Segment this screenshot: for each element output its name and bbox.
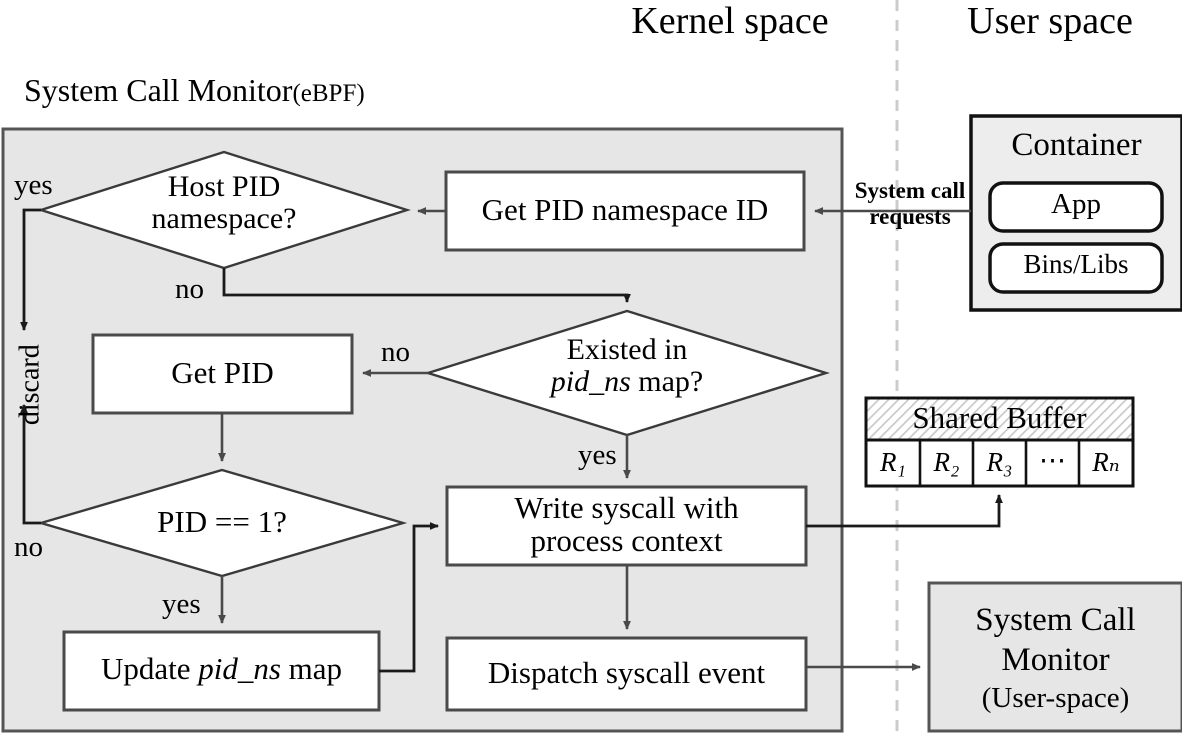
user-monitor-label: System Call Monitor (User-space) bbox=[929, 600, 1182, 716]
edge-label-no-pid1: no bbox=[14, 531, 43, 563]
header-user-space: User space bbox=[967, 0, 1133, 42]
node-dispatch-label: Dispatch syscall event bbox=[487, 655, 766, 690]
node-get-ns-id bbox=[444, 170, 806, 252]
edge-write-to-buffer bbox=[806, 494, 1003, 528]
container-bins-label: Bins/Libs bbox=[1023, 249, 1129, 279]
edge-pideq1-no-discard bbox=[20, 404, 41, 525]
node-existed-italic: pid_ns bbox=[550, 364, 631, 398]
node-container-bins bbox=[988, 242, 1164, 294]
node-existed-label: Existed in pid_ns map? bbox=[517, 334, 737, 397]
node-host-pid-line1: Host PID bbox=[167, 170, 281, 203]
container-app-label: App bbox=[1051, 188, 1101, 220]
container-title: Container bbox=[1011, 127, 1142, 163]
node-get-pid-label: Get PID bbox=[171, 355, 274, 390]
edge-label-syscall-requests: System call requests bbox=[845, 178, 975, 231]
shared-buffer-cells bbox=[864, 438, 1135, 488]
node-update-map-italic: pid_ns bbox=[198, 651, 281, 686]
edge-label-yes-top: yes bbox=[14, 169, 53, 201]
node-write-syscall-line1: Write syscall with bbox=[514, 490, 739, 525]
shared-buffer-title: Shared Buffer bbox=[912, 400, 1087, 435]
syscall-requests-line1: System call bbox=[854, 178, 966, 203]
node-update-map bbox=[62, 630, 381, 712]
node-update-map-post: map bbox=[280, 651, 343, 686]
user-monitor-line2: Monitor bbox=[1001, 642, 1110, 679]
panel-title: System Call Monitor(eBPF) bbox=[24, 72, 365, 108]
edge-updatemap-to-write bbox=[379, 522, 439, 673]
edge-label-no-top: no bbox=[175, 273, 204, 305]
panel-title-paren: (eBPF) bbox=[292, 80, 365, 107]
node-get-ns-id-label: Get PID namespace ID bbox=[481, 192, 769, 227]
user-monitor-line3: (User-space) bbox=[981, 681, 1130, 714]
header-kernel-space: Kernel space bbox=[631, 0, 829, 42]
node-get-pid bbox=[91, 333, 354, 415]
node-existed-rest: map? bbox=[630, 364, 704, 398]
edge-hostpid-no bbox=[222, 268, 631, 303]
shared-buffer-cell-3: R₃ bbox=[986, 447, 1013, 477]
edge-hostpid-yes-discard bbox=[20, 208, 41, 331]
node-write-syscall-line2: process context bbox=[530, 522, 723, 558]
edge-label-no-existed: no bbox=[381, 336, 410, 368]
node-container-app bbox=[988, 181, 1164, 233]
shared-buffer-header bbox=[864, 396, 1135, 442]
shared-buffer-cell-2: R₂ bbox=[933, 447, 960, 477]
node-existed-line1: Existed in bbox=[566, 333, 688, 366]
node-user-monitor bbox=[927, 581, 1182, 733]
user-monitor-line1: System Call bbox=[975, 602, 1136, 638]
node-update-map-pre: Update bbox=[100, 651, 199, 686]
node-host-pid-label: Host PID namespace? bbox=[124, 171, 324, 234]
syscall-requests-line2: requests bbox=[869, 204, 951, 230]
edge-label-yes-existed: yes bbox=[578, 439, 617, 471]
node-write-syscall-label: Write syscall with process context bbox=[447, 490, 806, 558]
panel-title-main: System Call Monitor bbox=[24, 72, 293, 108]
node-update-map-label: Update pid_ns map bbox=[64, 651, 379, 686]
node-pid-eq1-label: PID == 1? bbox=[157, 504, 287, 539]
shared-buffer-cell-ellipsis: ⋯ bbox=[1039, 445, 1066, 475]
shared-buffer-cell-1: R₁ bbox=[880, 447, 906, 477]
edge-label-yes-pid1: yes bbox=[162, 588, 201, 620]
shared-buffer-cell-n: Rₙ bbox=[1092, 447, 1120, 477]
edge-label-discard: discard bbox=[14, 344, 46, 426]
node-dispatch bbox=[445, 636, 808, 712]
node-host-pid-line2: namespace? bbox=[151, 201, 297, 235]
node-existed-line2: pid_ns map? bbox=[517, 364, 737, 398]
node-write-syscall bbox=[445, 485, 808, 567]
